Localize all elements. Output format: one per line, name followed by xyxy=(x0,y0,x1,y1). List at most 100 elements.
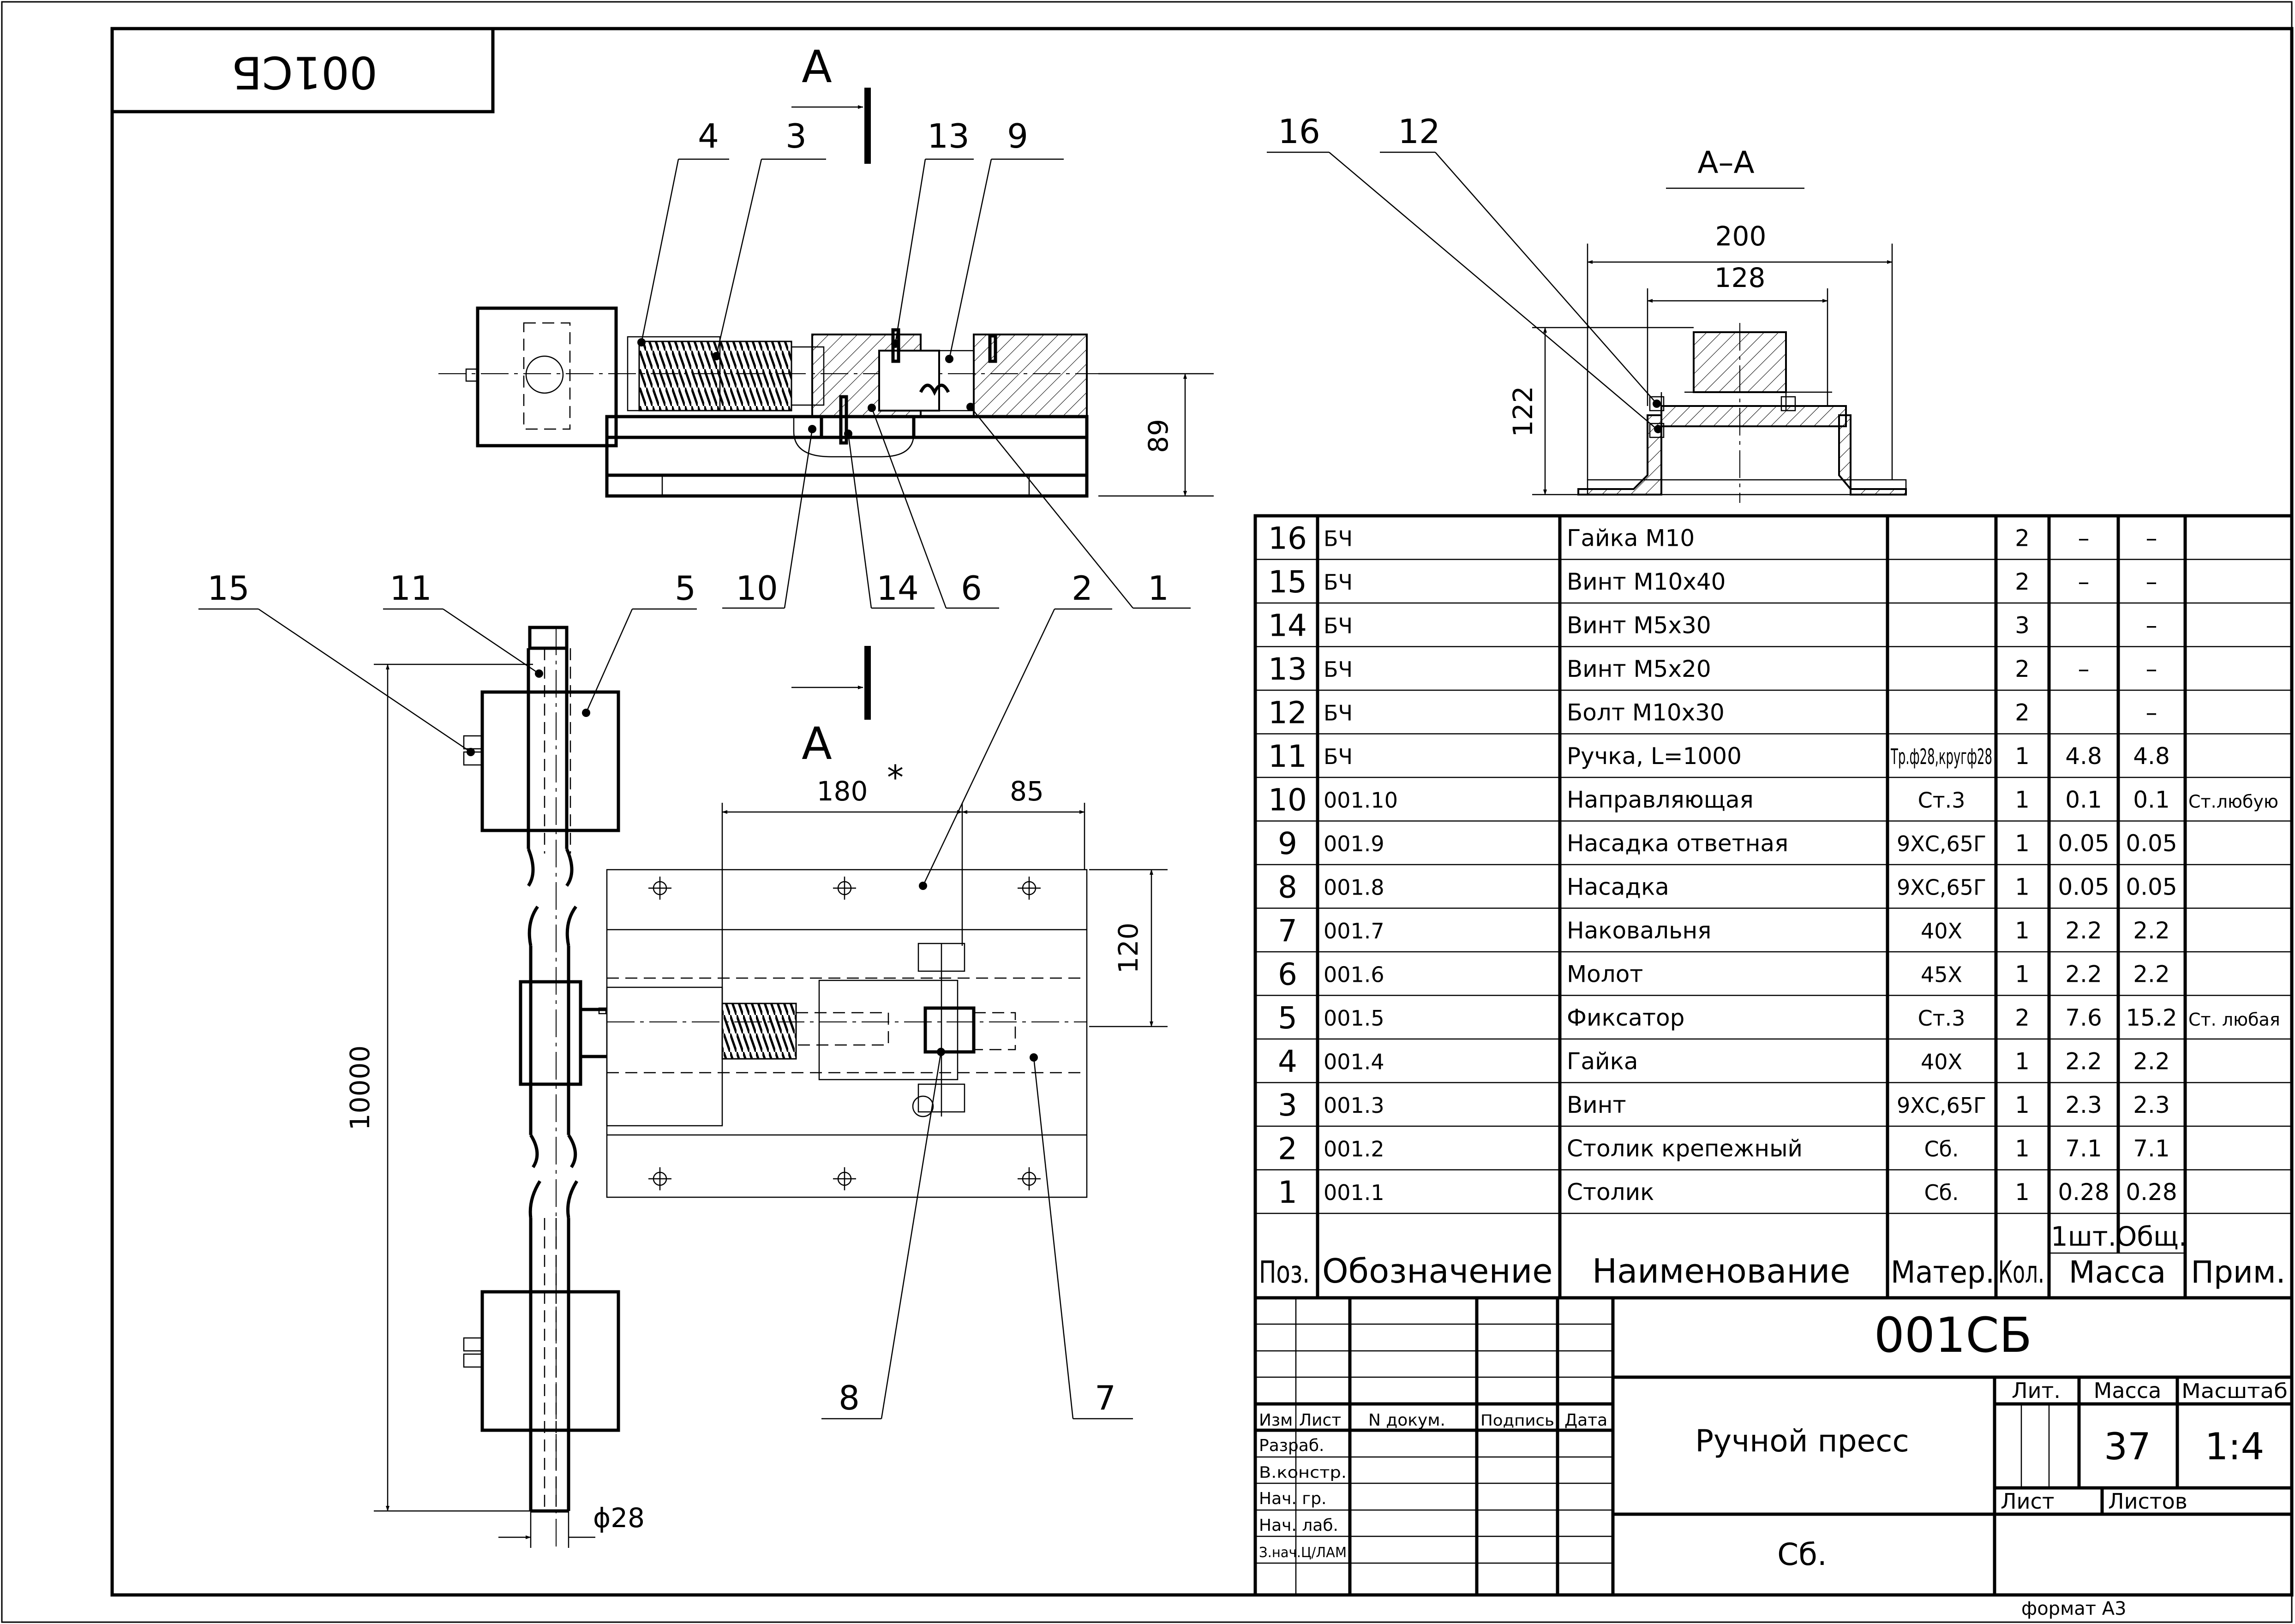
handle-view xyxy=(198,608,697,1548)
format-label: формат А3 xyxy=(2021,1598,2127,1619)
callout-15: 15 xyxy=(207,569,250,608)
bom-cell-material: 9ХС,65Г xyxy=(1897,831,1986,856)
bom-header-mass-total: Общ. xyxy=(2116,1221,2187,1252)
bom-cell-name: Направляющая xyxy=(1567,786,1754,813)
dim-85: 85 xyxy=(1010,776,1044,807)
title-col-izm: Изм xyxy=(1259,1411,1293,1430)
bom-header-note: Прим. xyxy=(2191,1254,2285,1290)
bom-cell-mass-unit: 7.6 xyxy=(2065,1004,2102,1031)
bom-cell-mass-unit: 0.05 xyxy=(2058,830,2109,857)
callout-8: 8 xyxy=(839,1379,860,1417)
bom-cell-mass-total: 4.8 xyxy=(2133,743,2170,770)
dim-phi28: ϕ28 xyxy=(593,1502,645,1534)
bom-cell-mass-unit: 2.2 xyxy=(2065,917,2102,944)
bom-cell-qty: 1 xyxy=(2015,830,2030,857)
bom-cell-mass-unit: 7.1 xyxy=(2065,1135,2102,1162)
bom-cell-qty: 3 xyxy=(2015,612,2030,639)
bom-cell-mass-total: 2.3 xyxy=(2133,1092,2170,1118)
bom-cell-pos: 16 xyxy=(1268,520,1307,556)
bom-cell-qty: 2 xyxy=(2015,1004,2030,1031)
section-title: A–A xyxy=(1697,145,1754,180)
bom-cell-pos: 11 xyxy=(1268,739,1307,774)
bom-cell-name: Фиксатор xyxy=(1567,1004,1684,1031)
title-role-3: Нач. гр. xyxy=(1259,1489,1327,1508)
title-role-5: З.нач.Ц/ЛАМ xyxy=(1259,1545,1347,1561)
bom-cell-pos: 5 xyxy=(1278,1000,1297,1036)
bom-cell-mass-unit: 2.2 xyxy=(2065,961,2102,987)
callout-1: 1 xyxy=(1148,569,1169,608)
bom-cell-note: Ст.любую xyxy=(2188,791,2278,812)
bom-cell-qty: 1 xyxy=(2015,917,2030,944)
bom-header-designation: Обозначение xyxy=(1322,1252,1553,1290)
bom-cell-name: Гайка xyxy=(1567,1048,1638,1075)
bom-cell-material: 9ХС,65Г xyxy=(1897,875,1986,900)
title-col-sign: Подпись xyxy=(1480,1411,1554,1429)
bom-cell-mass-total: 0.05 xyxy=(2126,873,2177,900)
bom-cell-material: 45Х xyxy=(1921,962,1962,987)
title-scale-label: Масштаб xyxy=(2181,1379,2288,1403)
bom-cell-name: Винт М10х40 xyxy=(1567,568,1726,595)
bom-cell-mass-unit: 4.8 xyxy=(2065,743,2102,770)
bom-cell-qty: 1 xyxy=(2015,1092,2030,1118)
bom-cell-qty: 1 xyxy=(2015,743,2030,770)
stamp-code: 001СБ xyxy=(232,47,378,98)
bom-cell-designation: 001.7 xyxy=(1324,919,1384,943)
dim-120: 120 xyxy=(1113,923,1144,974)
bom-cell-designation: БЧ xyxy=(1324,526,1353,551)
bom-cell-mass-unit: – xyxy=(2078,656,2090,682)
bom-cell-mass-total: 15.2 xyxy=(2126,1004,2177,1031)
callout-14: 14 xyxy=(876,569,919,608)
bom-cell-qty: 1 xyxy=(2015,1048,2030,1075)
bom-cell-mass-unit: 2.2 xyxy=(2065,1048,2102,1075)
bom-cell-material: 40Х xyxy=(1921,919,1962,943)
bom-cell-pos: 14 xyxy=(1268,608,1307,643)
bom-cell-qty: 1 xyxy=(2015,961,2030,987)
callout-9: 9 xyxy=(1007,117,1028,155)
bom-cell-mass-total: 2.2 xyxy=(2133,1048,2170,1075)
bom-cell-qty: 2 xyxy=(2015,525,2030,551)
callout-4: 4 xyxy=(698,117,719,155)
bom-cell-pos: 3 xyxy=(1278,1087,1297,1123)
title-col-list: Лист xyxy=(1299,1411,1341,1430)
bom-cell-mass-unit: 0.28 xyxy=(2058,1179,2109,1206)
bom-header-pos: Поз. xyxy=(1259,1254,1310,1290)
callout-2: 2 xyxy=(1072,569,1093,608)
title-col-doc: N докум. xyxy=(1368,1411,1445,1430)
bom-cell-pos: 8 xyxy=(1278,869,1297,905)
bom-cell-designation: 001.1 xyxy=(1324,1180,1384,1205)
bom-cell-pos: 4 xyxy=(1278,1044,1297,1079)
bom-cell-qty: 2 xyxy=(2015,568,2030,595)
bom-header: Поз. Обозначение Наименование Матер. Кол… xyxy=(1259,1221,2286,1290)
callout-6: 6 xyxy=(961,569,982,608)
bom-cell-mass-total: – xyxy=(2146,612,2157,639)
title-role-2: В.констр. xyxy=(1259,1463,1347,1482)
bom-cell-pos: 2 xyxy=(1278,1131,1297,1166)
bom-cell-designation: 001.8 xyxy=(1324,875,1384,900)
bom-header-name: Наименование xyxy=(1592,1252,1851,1290)
bom-cell-mass-unit: – xyxy=(2078,525,2090,551)
bom-header-mass: Масса xyxy=(2069,1254,2166,1290)
bom-cell-material: 40Х xyxy=(1921,1049,1962,1074)
bom-grid xyxy=(1253,514,2294,1300)
bom-cell-note: Ст. любая xyxy=(2188,1009,2280,1030)
bom-cell-name: Насадка xyxy=(1567,873,1669,900)
bom-cell-designation: 001.10 xyxy=(1324,788,1398,812)
section-view-aa xyxy=(1267,151,1907,503)
bom-cell-material: Тр.ф28,кругф28 xyxy=(1890,744,1992,769)
callout-5: 5 xyxy=(675,569,696,608)
bom-cell-mass-total: 7.1 xyxy=(2133,1135,2170,1162)
bom-cell-mass-total: 0.28 xyxy=(2126,1179,2177,1206)
stamp-box xyxy=(110,27,495,113)
bom-cell-mass-total: – xyxy=(2146,525,2157,551)
bom-cell-mass-unit: – xyxy=(2078,568,2090,595)
